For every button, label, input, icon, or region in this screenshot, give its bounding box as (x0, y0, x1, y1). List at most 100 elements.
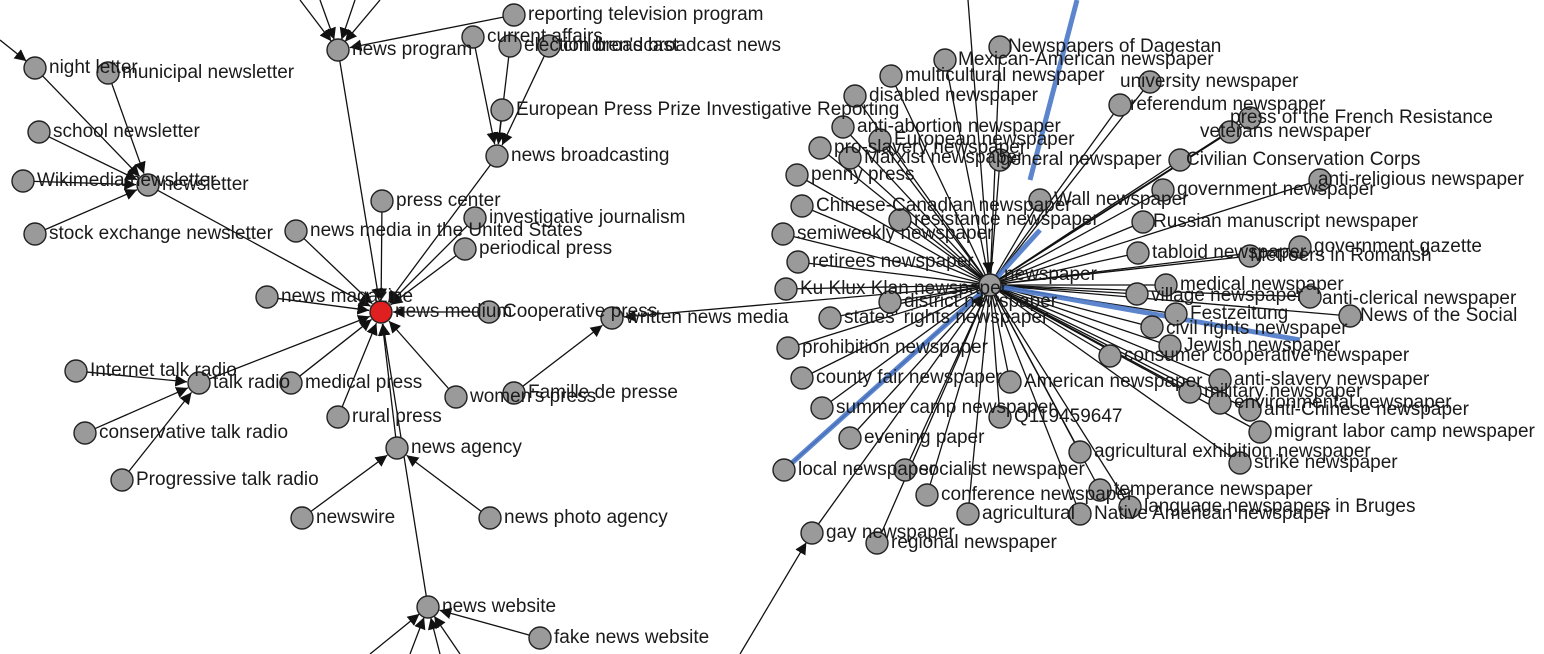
node-temperance[interactable] (1088, 478, 1112, 502)
node-veterans-newspaper[interactable] (1218, 120, 1242, 144)
node-periodical-press[interactable] (453, 237, 477, 261)
node-label-news-program: news program (352, 39, 472, 60)
node-press-center[interactable] (370, 189, 394, 213)
node-election-broadcast[interactable] (498, 34, 522, 58)
node-county-fair[interactable] (790, 366, 814, 390)
node-migrant-labor[interactable] (1248, 420, 1272, 444)
node-fake-news-website[interactable] (528, 626, 552, 650)
node-news-medium[interactable] (369, 300, 393, 324)
node-newspaper-hub[interactable] (978, 273, 1002, 297)
node-newsletter[interactable] (136, 173, 160, 197)
node-progressive-talk-radio[interactable] (110, 468, 134, 492)
node-metroers-romansh[interactable] (1238, 244, 1262, 268)
node-anti-religious[interactable] (1308, 168, 1332, 192)
node-school-newsletter[interactable] (27, 120, 51, 144)
node-news-media-us[interactable] (284, 219, 308, 243)
node-pro-slavery[interactable] (808, 136, 832, 160)
node-newspapers-dagestan[interactable] (988, 35, 1012, 59)
node-news-magazine[interactable] (255, 285, 279, 309)
node-military-newspaper[interactable] (1178, 380, 1202, 404)
node-referendum-newspaper[interactable] (1108, 93, 1132, 117)
node-news-broadcasting[interactable] (485, 144, 509, 168)
node-womens-press[interactable] (444, 385, 468, 409)
node-news-program[interactable] (326, 38, 350, 62)
node-anti-abortion[interactable] (831, 115, 855, 139)
node-news-photo-agency[interactable] (478, 506, 502, 530)
node-local-newspaper[interactable] (772, 458, 796, 482)
node-written-news-media[interactable] (600, 306, 624, 330)
node-q-id[interactable] (988, 405, 1012, 429)
node-chinese-canadian[interactable] (790, 194, 814, 218)
node-stock-exchange-newsletter[interactable] (23, 222, 47, 246)
node-district-newspaper[interactable] (878, 290, 902, 314)
node-civilian-conservation[interactable] (1168, 148, 1192, 172)
node-semiweekly[interactable] (771, 222, 795, 246)
node-internet-talk-radio[interactable] (64, 359, 88, 383)
node-european-press-prize[interactable] (490, 98, 514, 122)
node-current-affairs[interactable] (461, 25, 485, 49)
node-civil-rights[interactable] (1140, 315, 1164, 339)
node-conference-newspaper[interactable] (915, 483, 939, 507)
node-government-newspaper[interactable] (1151, 178, 1175, 202)
node-mexican-american[interactable] (933, 48, 957, 72)
node-ku-klux-klan[interactable] (774, 277, 798, 301)
node-tabloid-newspaper[interactable] (1126, 241, 1150, 265)
node-strike-newspaper[interactable] (1228, 451, 1252, 475)
node-european-newspaper[interactable] (868, 128, 892, 152)
node-investigative-journalism[interactable] (463, 206, 487, 230)
node-summer-camp[interactable] (810, 396, 834, 420)
node-consumer-cooperative[interactable] (1098, 344, 1122, 368)
node-retirees-newspaper[interactable] (786, 250, 810, 274)
node-label-newswire: newswire (316, 507, 395, 528)
edge-native-american-to-newspaper (993, 294, 1081, 515)
node-evening-paper[interactable] (838, 426, 862, 450)
node-russian-manuscript[interactable] (1131, 210, 1155, 234)
node-anti-slavery[interactable] (1208, 368, 1232, 392)
node-agricultural-exhibition[interactable] (1068, 440, 1092, 464)
node-wall-newspaper[interactable] (1028, 188, 1052, 212)
node-socialist-newspaper[interactable] (893, 458, 917, 482)
node-talk-radio[interactable] (187, 371, 211, 395)
node-marxist-newspaper[interactable] (838, 146, 862, 170)
node-childrens-news[interactable] (537, 34, 561, 58)
node-government-gazette[interactable] (1288, 235, 1312, 259)
node-wikimedia-newsletter[interactable] (11, 169, 35, 193)
node-environmental[interactable] (1208, 391, 1232, 415)
node-multicultural[interactable] (879, 64, 903, 88)
node-medical-newspaper[interactable] (1154, 273, 1178, 297)
node-festzeitung[interactable] (1164, 302, 1188, 326)
node-university-newspaper[interactable] (1138, 70, 1162, 94)
node-municipal-newsletter[interactable] (96, 61, 120, 85)
node-village-newspaper[interactable] (1125, 282, 1149, 306)
node-american-newspaper[interactable] (998, 370, 1022, 394)
node-anti-chinese[interactable] (1238, 398, 1262, 422)
node-disabled-newspaper[interactable] (843, 84, 867, 108)
node-regional-newspaper[interactable] (865, 531, 889, 555)
node-states-rights[interactable] (818, 306, 842, 330)
node-social-newspaper[interactable] (1338, 304, 1362, 328)
node-bruges[interactable] (1118, 495, 1142, 519)
node-native-american[interactable] (1068, 502, 1092, 526)
node-penny-press[interactable] (785, 163, 809, 187)
node-conservative-talk-radio[interactable] (73, 421, 97, 445)
node-general-newspaper[interactable] (988, 148, 1012, 172)
node-famille-de-presse[interactable] (502, 381, 526, 405)
node-rural-press[interactable] (326, 405, 350, 429)
node-cooperative-press[interactable] (477, 300, 501, 324)
node-anti-clerical[interactable] (1298, 285, 1322, 309)
node-jewish-newspaper[interactable] (1158, 334, 1182, 358)
node-medical-press[interactable] (279, 371, 303, 395)
node-agricultural[interactable] (956, 502, 980, 526)
node-news-agency[interactable] (385, 436, 409, 460)
node-press-french-resistance[interactable] (1238, 106, 1262, 130)
node-reporting-tv-program[interactable] (502, 3, 526, 27)
node-gay-newspaper[interactable] (800, 521, 824, 545)
node-news-website[interactable] (416, 595, 440, 619)
node-resistance-newspaper[interactable] (888, 208, 912, 232)
highlight-edge-2 (989, 282, 1301, 343)
node-newswire[interactable] (290, 506, 314, 530)
node-prohibition[interactable] (776, 336, 800, 360)
node-night-letter[interactable] (23, 56, 47, 80)
